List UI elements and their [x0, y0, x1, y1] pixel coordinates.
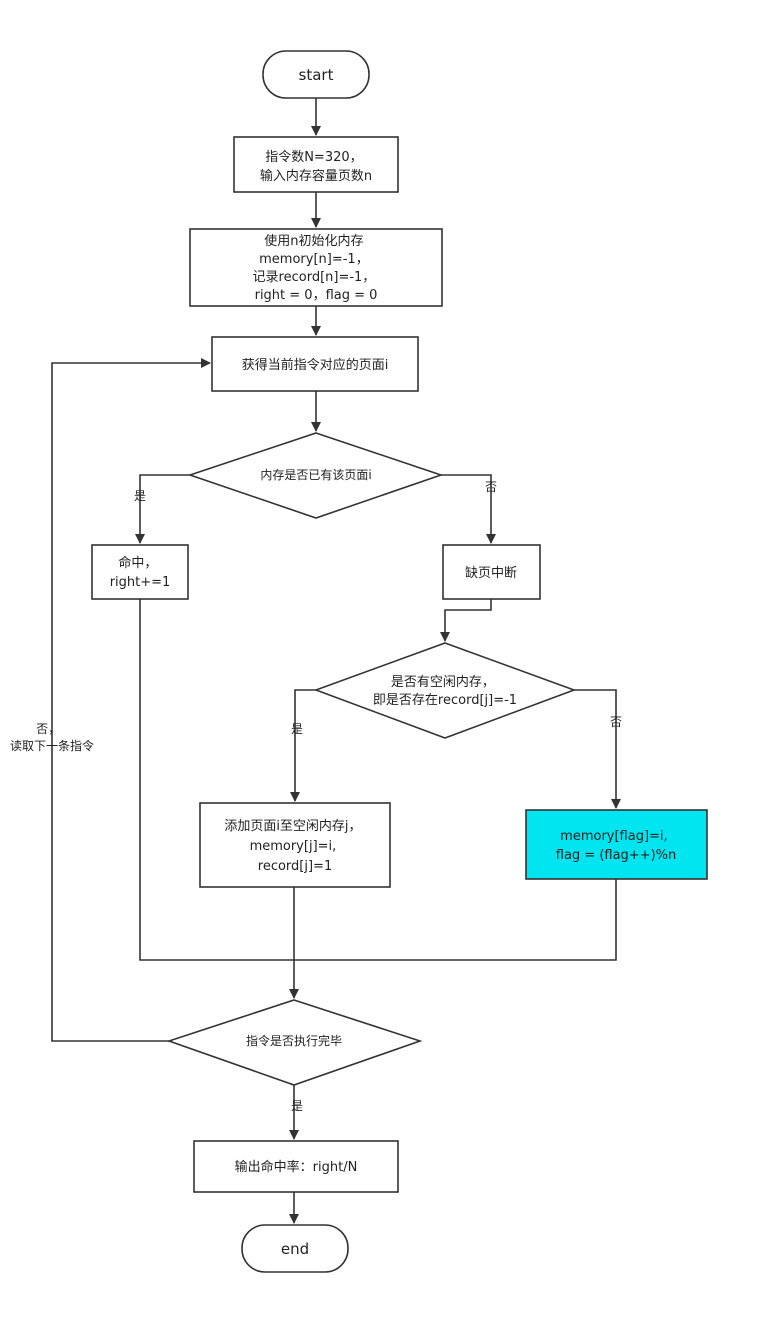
page-fault-node: 缺页中断 [442, 544, 541, 600]
init-instructions-node: 指令数N=320， 输入内存容量页数n [233, 136, 399, 193]
edge-free-yes-to-add [290, 689, 316, 802]
page-in-memory-decision: 内存是否已有该页面i [187, 432, 444, 519]
free-memory-label: 是否有空闲内存， 即是否存在record[j]=-1 [373, 674, 517, 708]
edge-label-no-free: 否 [610, 715, 622, 729]
add-page-label: 添加页面i至空闲内存j， memory[j]=i, record[j]=1 [224, 818, 365, 874]
edge-label-yes-hit: 是 [134, 489, 146, 503]
edge-label-no-loop: 否， 读取下一条指令 [10, 722, 94, 753]
edge-labels: 是 否 是 否 否， 读取下一条指令 是 [10, 480, 622, 1113]
hit-node: 命中， right+=1 [91, 544, 189, 600]
end-label: end [281, 1240, 309, 1258]
add-page-node: 添加页面i至空闲内存j， memory[j]=i, record[j]=1 [199, 802, 391, 888]
init-memory-node: 使用n初始化内存 memory[n]=-1， 记录record[n]=-1， r… [189, 228, 443, 307]
get-page-label: 获得当前指令对应的页面i [242, 357, 389, 373]
edge-label-no-fault: 否 [485, 480, 497, 494]
edge-label-yes-free: 是 [291, 722, 303, 736]
init-memory-label: 使用n初始化内存 memory[n]=-1， 记录record[n]=-1， r… [253, 233, 380, 303]
page-in-memory-label: 内存是否已有该页面i [260, 468, 371, 482]
replace-page-node: memory[flag]=i, flag = (flag++)%n [525, 809, 708, 880]
edges [51, 98, 621, 1224]
end-node: end [241, 1224, 349, 1273]
init-instructions-label: 指令数N=320， 输入内存容量页数n [260, 150, 372, 184]
free-memory-decision: 是否有空闲内存， 即是否存在record[j]=-1 [313, 642, 577, 739]
edge-replace-to-merge [294, 879, 617, 961]
edge-label-yes-done: 是 [291, 1099, 303, 1113]
edge-free-no-to-replace [574, 689, 621, 809]
start-label: start [299, 66, 334, 84]
page-fault-label: 缺页中断 [465, 566, 517, 581]
instructions-done-label: 指令是否执行完毕 [246, 1033, 342, 1048]
get-page-node: 获得当前指令对应的页面i [211, 336, 419, 392]
output-node: 输出命中率：right/N [193, 1140, 399, 1193]
edge-check-yes-to-hit [135, 474, 190, 544]
replace-page-label: memory[flag]=i, flag = (flag++)%n [556, 829, 677, 863]
instructions-done-decision: 指令是否执行完毕 [166, 999, 423, 1086]
hit-label: 命中， right+=1 [110, 555, 171, 590]
edge-done-no-loop-back [51, 358, 211, 1042]
edge-check-no-to-fault [441, 474, 496, 544]
edge-fault-to-free-check [440, 599, 492, 642]
start-node: start [262, 50, 370, 99]
edge-hit-to-merge [139, 599, 294, 961]
output-label: 输出命中率：right/N [235, 1159, 358, 1175]
